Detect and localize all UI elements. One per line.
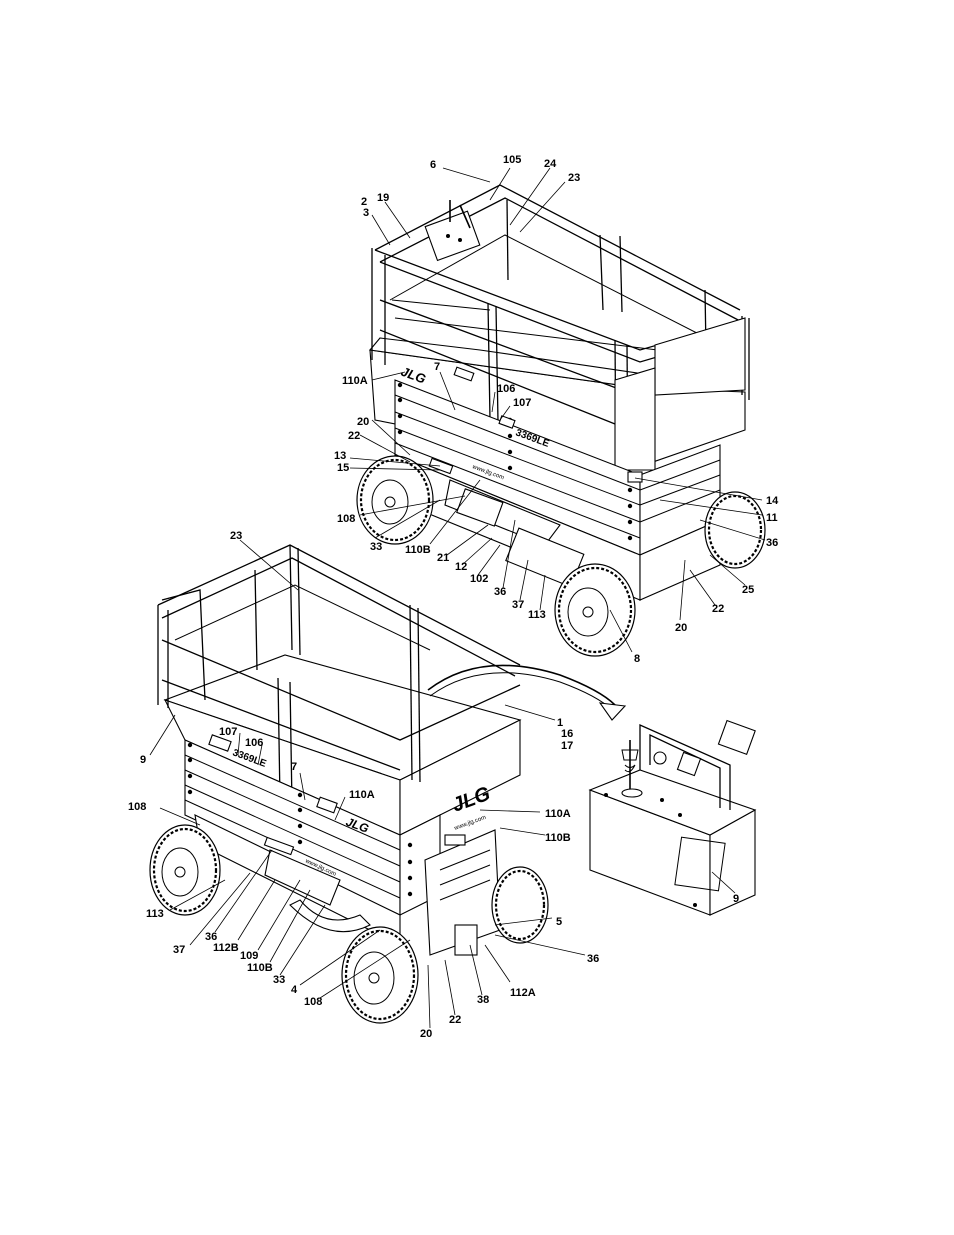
callout-38: 38 [477, 994, 489, 1006]
callout-112b: 112B [213, 942, 239, 954]
upper-machine: JLG 3369LE www.jlg.com [334, 154, 779, 665]
lower-website-decal-end: www.jlg.com [453, 815, 487, 832]
callout-113: 113 [528, 609, 546, 621]
callout-33-lower: 33 [273, 974, 285, 986]
callout-12: 12 [455, 561, 467, 573]
callout-1: 1 [557, 717, 563, 729]
callout-36b: 36 [766, 537, 778, 549]
callout-11: 11 [766, 512, 778, 524]
callout-22-lower: 22 [449, 1014, 461, 1026]
callout-7-lower: 7 [291, 761, 297, 773]
callout-20b: 20 [675, 622, 687, 634]
callout-106: 106 [497, 383, 515, 395]
callout-110a-lower-1: 110A [349, 789, 375, 801]
callout-6: 6 [430, 159, 436, 171]
callout-108-lower-2: 108 [304, 996, 322, 1008]
callout-36-lower-1: 36 [205, 931, 217, 943]
callout-14: 14 [766, 495, 779, 507]
callout-21: 21 [437, 552, 449, 564]
callout-3: 3 [363, 207, 369, 219]
callout-37-lower: 37 [173, 944, 185, 956]
callout-2: 2 [361, 196, 367, 208]
callout-110b: 110B [405, 544, 431, 556]
callout-33: 33 [370, 541, 382, 553]
callout-5: 5 [556, 916, 562, 928]
upper-callouts: 6 105 24 23 19 2 3 110A 7 106 107 20 22 … [334, 154, 779, 665]
lower-platform-deck [163, 654, 522, 836]
callout-110a: 110A [342, 375, 368, 387]
callout-112a: 112A [510, 987, 536, 999]
callout-20-lower: 20 [420, 1028, 432, 1040]
callout-9-detail: 9 [733, 893, 739, 905]
upper-wheels [356, 455, 766, 657]
callout-16: 16 [561, 728, 573, 740]
callout-23: 23 [568, 172, 580, 184]
upper-chassis [394, 454, 721, 601]
callout-20: 20 [357, 416, 369, 428]
callout-102: 102 [470, 573, 488, 585]
callout-24: 24 [544, 158, 557, 170]
callout-106-lower: 106 [245, 737, 263, 749]
upper-guard-rails [371, 184, 750, 471]
lower-machine: JLG JLG www.jlg.com www.jlg.com 3369LE [128, 530, 599, 1040]
callout-109: 109 [240, 950, 258, 962]
callout-113-lower: 113 [146, 908, 164, 920]
callout-110a-lower-2: 110A [545, 808, 571, 820]
callout-25: 25 [742, 584, 754, 596]
detail-connector-curve [427, 664, 616, 706]
upper-control-box [424, 200, 481, 262]
callout-105: 105 [503, 154, 521, 166]
lower-chassis [194, 814, 501, 956]
callout-15: 15 [337, 462, 349, 474]
callout-37: 37 [512, 599, 524, 611]
control-box-detail: 9 [427, 664, 757, 916]
callout-13: 13 [334, 450, 346, 462]
callout-36: 36 [494, 586, 506, 598]
callout-22b: 22 [712, 603, 724, 615]
callout-4: 4 [291, 984, 298, 996]
callout-36-lower-2: 36 [587, 953, 599, 965]
callout-107: 107 [513, 397, 531, 409]
callout-17: 17 [561, 740, 573, 752]
upper-scissor-stack [394, 379, 721, 556]
callout-108-lower-1: 108 [128, 801, 146, 813]
callout-108: 108 [337, 513, 355, 525]
callout-19: 19 [377, 192, 389, 204]
callout-8: 8 [634, 653, 640, 665]
callout-22: 22 [348, 430, 360, 442]
callout-110b-lower-1: 110B [545, 832, 571, 844]
lower-leader-lines [149, 539, 586, 1029]
lower-callouts: 23 1 16 17 9 107 106 7 110A 110A 108 110… [128, 530, 599, 1040]
upper-leader-lines [349, 167, 766, 653]
lower-guard-rails [157, 544, 521, 806]
callout-110b-lower-2: 110B [247, 962, 273, 974]
callout-9-lower: 9 [140, 754, 146, 766]
callout-107-lower: 107 [219, 726, 237, 738]
callout-7: 7 [434, 361, 440, 373]
callout-23-lower: 23 [230, 530, 242, 542]
